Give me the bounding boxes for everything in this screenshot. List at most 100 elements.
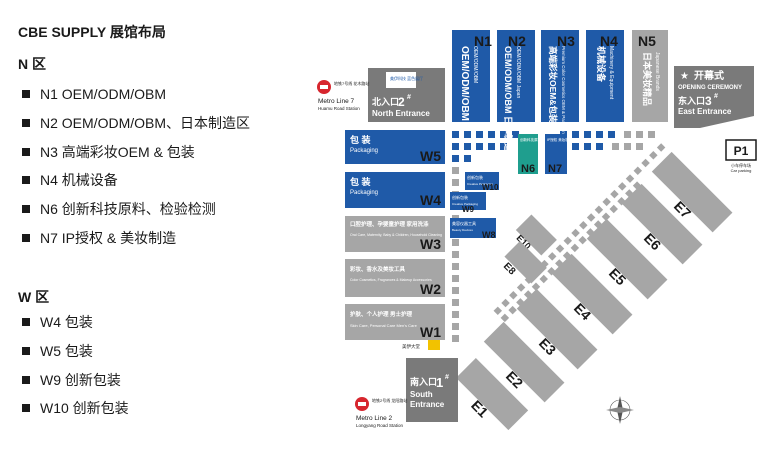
- hall-w8-code: W8: [482, 230, 496, 240]
- hall-w3-code: W3: [420, 236, 441, 252]
- hall-n1-subtitle: OEM/ODM/OBM: [472, 46, 478, 83]
- hall-w10-title: 创新包装: [467, 174, 483, 180]
- south-entrance-number: 1: [436, 375, 443, 390]
- hall-n3-code: N3: [557, 33, 575, 49]
- hall-w5-cn: 包 装: [349, 134, 372, 145]
- hall-n3-subtitle: Premium Color Cosmetics OEM & Packaging: [561, 46, 566, 137]
- hall-n7-code: N7: [548, 163, 562, 175]
- hall-n3-title: 高端彩妆OEM&包装: [548, 46, 558, 123]
- bullet-square-icon: [22, 318, 30, 327]
- metro7-line: Metro Line 7: [318, 98, 355, 105]
- bullet-square-icon: [22, 347, 30, 356]
- hall-w2-cn: 彩妆、香水及美妆工具: [349, 265, 406, 273]
- metro7-station: Huamu Road Station: [318, 106, 360, 111]
- hall-n5-subtitle: Japanese Brands: [654, 52, 660, 91]
- hall-w5-code: W5: [420, 148, 441, 164]
- east-entrance-hash: #: [714, 93, 718, 100]
- metro2-line: Metro Line 2: [356, 415, 393, 422]
- hall-n4-code: N4: [600, 33, 618, 49]
- legend-item-n4: N4 机械设备: [18, 166, 250, 195]
- bullet-square-icon: [22, 119, 30, 128]
- parking-en: Car parking: [731, 168, 752, 173]
- metro2-station: Longyang Road Station: [356, 423, 404, 428]
- legend-title: CBE SUPPLY 展馆布局: [18, 24, 166, 40]
- n-zone-list: N1 OEM/ODM/OBM N2 OEM/ODM/OBM、日本制造区 N3 高…: [18, 80, 250, 252]
- hall-w4-code: W4: [420, 192, 441, 208]
- hall-n4[interactable]: 机械设备 Machinery & Equipment N4: [586, 30, 624, 122]
- east-entrance-number: 3: [705, 94, 712, 108]
- hall-w1-cn: 护肤、个人护理 男士护理: [350, 310, 413, 318]
- hall-n2-title: OEM/ODM/OBM 日本制造区: [503, 46, 514, 161]
- hall-w9[interactable]: 创新包装 Creative Packaging W9: [450, 192, 486, 214]
- metro-line7-station: 地铁7号线 花木路站 Metro Line 7 Huamu Road Stati…: [317, 80, 369, 111]
- hall-n5-title: 日本美妆精品: [642, 52, 653, 106]
- east-entrance[interactable]: ★ 开幕式 OPENING CEREMONY 东入口 3 # East Entr…: [674, 66, 754, 128]
- hall-w1-code: W1: [420, 324, 441, 340]
- legend-item-n1: N1 OEM/ODM/OBM: [18, 80, 250, 109]
- north-entrance-number: 2: [398, 95, 405, 109]
- parking-code: P1: [734, 144, 749, 158]
- ceremony-en: OPENING CEREMONY: [678, 85, 742, 91]
- lobby-label: 美伊大堂: [402, 343, 420, 350]
- n-zone-heading: N 区: [18, 56, 46, 72]
- north-entrance-cn: 北入口: [372, 96, 399, 107]
- hall-n6-code: N6: [521, 163, 535, 175]
- hall-n6[interactable]: 创新科技原料 检验检测 N6: [518, 134, 556, 175]
- hall-w8-title: 美容仪器工具: [452, 220, 476, 226]
- bullet-square-icon: [22, 404, 30, 413]
- w-zone-list: W4 包装 W5 包装 W9 创新包装 W10 创新包装: [18, 308, 129, 423]
- hall-n1-code: N1: [474, 33, 492, 49]
- north-entrance[interactable]: 美伊科技 蓝色展厅 北入口 2 # North Entrance: [368, 68, 445, 122]
- bullet-square-icon: [22, 375, 30, 384]
- legend-item-n7: N7 IP授权 & 美妆制造: [18, 223, 250, 252]
- legend-item-w5: W5 包装: [18, 337, 129, 366]
- hall-w10-sub: Creative Packaging: [467, 182, 493, 186]
- hall-w3-en: Oral Care, Maternity, Baby & Children, H…: [350, 233, 442, 237]
- hall-w1-en: Skin Care, Personal Care Men's Care: [350, 323, 418, 328]
- hall-w2[interactable]: 彩妆、香水及美妆工具 Color Cosmetics, Fragrances &…: [345, 259, 445, 297]
- hall-w9-title: 创新包装: [452, 194, 468, 200]
- hall-n1[interactable]: OEM/ODM/OBM OEM/ODM/OBM N1: [452, 30, 492, 122]
- hall-w3-cn: 口腔护理、孕婴童护理 家用洗涤: [350, 220, 429, 228]
- hall-w2-en: Color Cosmetics, Fragrances & Makeup Acc…: [350, 278, 432, 282]
- hall-n4-subtitle: Machinery & Equipment: [608, 46, 614, 100]
- hall-n6-title: 创新科技原料 检验检测: [520, 137, 556, 142]
- bullet-square-icon: [22, 233, 30, 242]
- legend-item-n2: N2 OEM/ODM/OBM、日本制造区: [18, 109, 250, 138]
- star-icon: ★: [680, 71, 689, 82]
- hall-w5-en: Packaging: [350, 148, 378, 154]
- bullet-square-icon: [22, 90, 30, 99]
- legend-item-w10: W10 创新包装: [18, 394, 129, 423]
- hall-w1[interactable]: 护肤、个人护理 男士护理 Skin Care, Personal Care Me…: [345, 304, 445, 340]
- hall-n3[interactable]: 高端彩妆OEM&包装 Premium Color Cosmetics OEM &…: [541, 30, 579, 137]
- hall-w4[interactable]: 包 装 Packaging W4: [345, 172, 445, 208]
- hall-w9-sub: Creative Packaging: [452, 202, 478, 206]
- hall-w5[interactable]: 包 装 Packaging W5: [345, 130, 445, 164]
- legend-item-n6: N6 创新科技原料、检验检测: [18, 195, 250, 224]
- hall-n2-code: N2: [508, 33, 526, 49]
- south-entrance[interactable]: 南入口 1 # South Entrance: [406, 358, 458, 422]
- hall-n7[interactable]: IP授权 美妆制造 N7: [545, 134, 573, 175]
- hall-n2[interactable]: OEM/ODM/OBM 日本制造区 OEM/ODM/OBM Japan N2: [497, 30, 535, 161]
- south-entrance-en-2: Entrance: [410, 400, 445, 409]
- north-entrance-en: North Entrance: [372, 109, 430, 118]
- hall-w8[interactable]: 美容仪器工具 Beauty Devices W8: [450, 218, 496, 240]
- parking-p1: P1 小车停车场 Car parking: [725, 139, 757, 173]
- bullet-square-icon: [22, 147, 30, 156]
- east-entrance-en: East Entrance: [678, 107, 732, 116]
- south-entrance-hash: #: [445, 374, 449, 381]
- hall-w10[interactable]: 创新包装 Creative Packaging W10: [465, 172, 499, 192]
- east-entrance-cn: 东入口: [678, 95, 705, 106]
- hall-n1-title: OEM/ODM/OBM: [459, 46, 470, 121]
- hall-n5[interactable]: 日本美妆精品 Japanese Brands N5: [632, 30, 668, 122]
- hall-w3[interactable]: 口腔护理、孕婴童护理 家用洗涤 Oral Care, Maternity, Ba…: [345, 216, 445, 252]
- legend-item-w9: W9 创新包装: [18, 365, 129, 394]
- hall-w10-code: W10: [482, 183, 499, 192]
- legend-item-w4: W4 包装: [18, 308, 129, 337]
- south-entrance-en-1: South: [410, 390, 433, 399]
- parking-label: 小车停车场: [731, 162, 751, 168]
- hall-w4-cn: 包 装: [349, 176, 372, 187]
- metro-line2-station: 地铁2号线 龙阳路站 Metro Line 2 Longyang Road St…: [355, 397, 407, 428]
- bullet-square-icon: [22, 176, 30, 185]
